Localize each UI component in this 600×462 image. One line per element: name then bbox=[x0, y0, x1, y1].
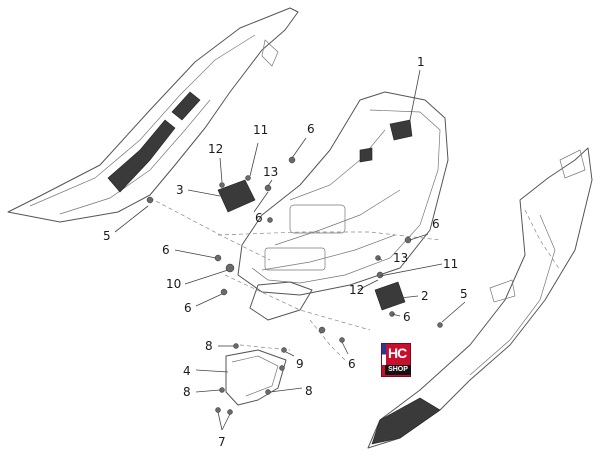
callout-13-top: 13 bbox=[263, 165, 278, 179]
callout-3: 3 bbox=[176, 183, 184, 197]
right-side-fairing bbox=[367, 147, 593, 449]
callout-8-lower-left: 8 bbox=[183, 385, 191, 399]
callout-12-left: 12 bbox=[208, 142, 223, 156]
callout-6-right: 6 bbox=[432, 217, 440, 231]
reflector-brackets bbox=[217, 179, 406, 311]
callout-5-left: 5 bbox=[103, 229, 111, 243]
lower-cover-plate bbox=[225, 281, 313, 406]
rear-undertray bbox=[237, 91, 449, 296]
leader-lines bbox=[114, 69, 466, 431]
callout-7: 7 bbox=[218, 435, 226, 449]
left-side-fairing bbox=[7, 7, 299, 223]
logo-shop-text: SHOP bbox=[385, 365, 411, 375]
callout-8-lower-right: 8 bbox=[305, 384, 313, 398]
callout-2: 2 bbox=[421, 289, 429, 303]
logo-hc-text: HC bbox=[388, 345, 407, 361]
callout-11-top: 11 bbox=[253, 123, 268, 137]
assembly-dash-lines bbox=[149, 197, 441, 361]
flag-stripe bbox=[382, 344, 386, 376]
callout-9: 9 bbox=[296, 357, 304, 371]
callout-6-lower-left: 6 bbox=[184, 301, 192, 315]
callout-8-upper: 8 bbox=[205, 339, 213, 353]
callout-10: 10 bbox=[166, 277, 181, 291]
callout-labels: 1 2 3 4 5 5 6 6 6 6 6 6 6 7 8 8 8 9 10 1… bbox=[103, 55, 468, 449]
hc-shop-logo: HC SHOP bbox=[381, 343, 411, 377]
callout-6-top: 6 bbox=[307, 122, 315, 136]
callout-12-right: 12 bbox=[349, 283, 364, 297]
callout-6-lower-right: 6 bbox=[403, 310, 411, 324]
callout-6-bottom: 6 bbox=[348, 357, 356, 371]
callout-5-right: 5 bbox=[460, 287, 468, 301]
callout-13-right: 13 bbox=[393, 251, 408, 265]
callout-6-left: 6 bbox=[162, 243, 170, 257]
callout-6-mid: 6 bbox=[255, 211, 263, 225]
callout-11-right: 11 bbox=[443, 257, 458, 271]
callout-1: 1 bbox=[417, 55, 425, 69]
callout-4: 4 bbox=[183, 364, 191, 378]
